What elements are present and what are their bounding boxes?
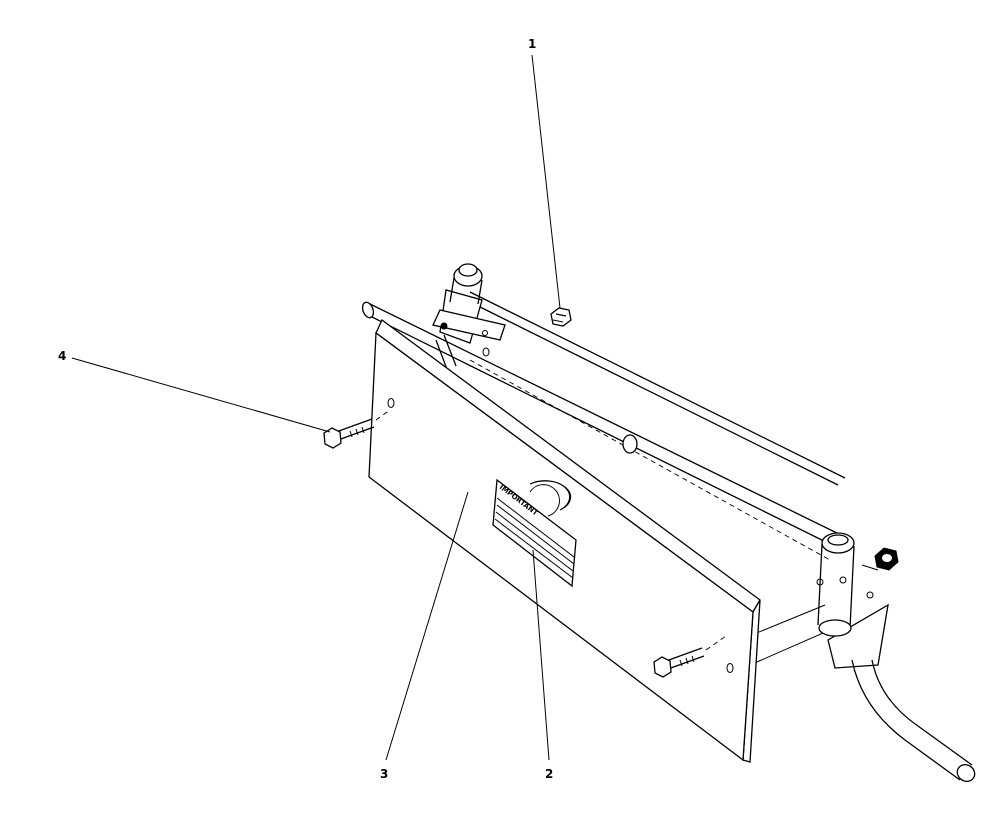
warning-plate: IMPORTANT — [492, 478, 577, 588]
callout-1: 1 — [528, 37, 536, 51]
bolt-upper — [323, 409, 391, 449]
bolt-lower — [653, 635, 727, 678]
nut-right — [861, 547, 899, 571]
leader-3 — [385, 491, 469, 761]
leader-1 — [531, 54, 561, 309]
left-bracket — [432, 263, 506, 373]
leader-4 — [71, 357, 331, 433]
right-post — [816, 532, 976, 782]
frame-bar — [361, 291, 846, 666]
nut-1 — [550, 307, 572, 327]
leader-2 — [532, 549, 550, 761]
callout-4: 4 — [58, 349, 66, 363]
callout-2: 2 — [545, 767, 553, 781]
callout-3: 3 — [380, 767, 388, 781]
leader-lines — [71, 54, 561, 761]
